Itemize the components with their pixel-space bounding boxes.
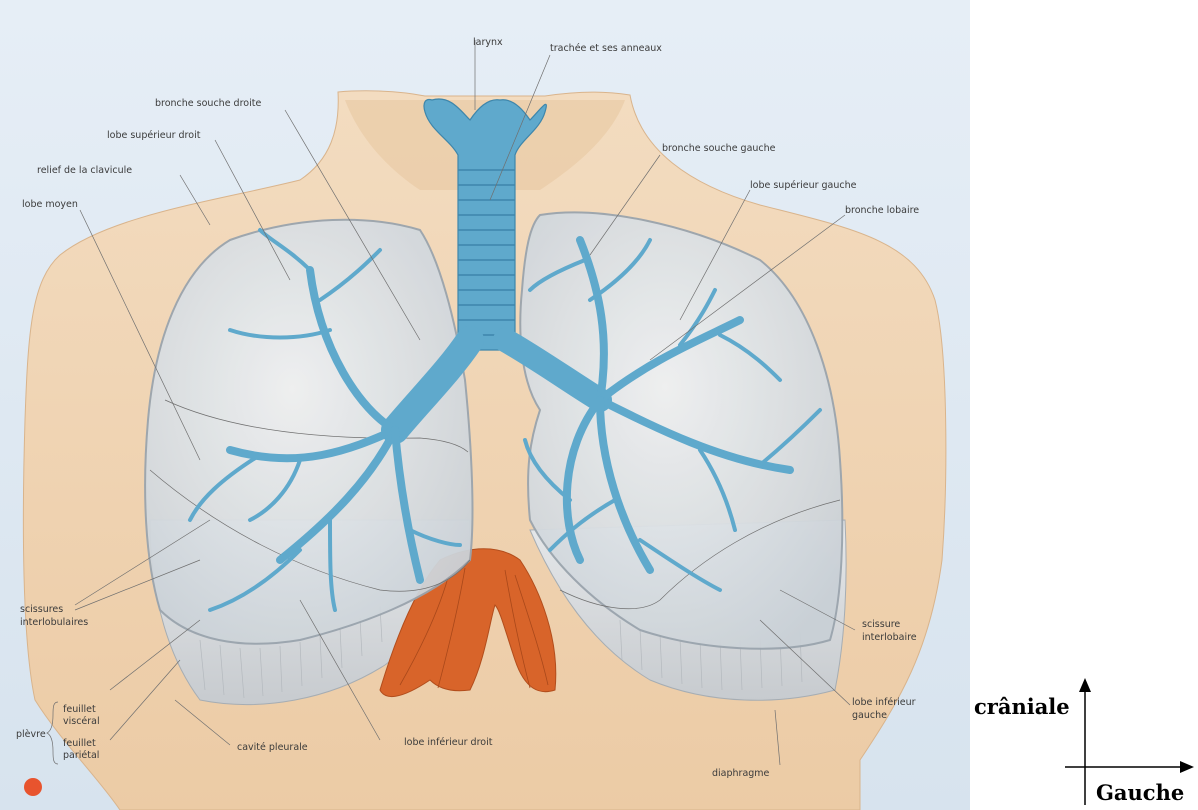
label-feuillet-parietal-1: feuillet [63,738,96,749]
label-feuillet-visceral-1: feuillet [63,704,96,715]
label-lobe-superieur-droit: lobe supérieur droit [107,130,201,141]
left-arrow-icon [1180,761,1194,773]
label-diaphragme: diaphragme [712,768,770,779]
label-scissures-2: interlobulaires [20,617,88,628]
label-bronche-lobaire: bronche lobaire [845,205,919,216]
label-lobe-moyen: lobe moyen [22,199,78,210]
label-bronche-souche-gauche: bronche souche gauche [662,143,776,154]
marker-dot [24,778,42,796]
label-trachee: trachée et ses anneaux [550,43,662,54]
label-lobe-inferieur-gauche-1: lobe inférieur [852,697,916,708]
cranial-arrow-icon [1079,678,1091,692]
label-relief-clavicule: relief de la clavicule [37,165,132,176]
label-lobe-inferieur-gauche-2: gauche [852,710,887,721]
label-scissures-1: scissures [20,604,63,615]
label-feuillet-visceral-2: viscéral [63,716,100,727]
label-larynx: larynx [473,37,503,48]
orientation-axes: crâniale Gauche [970,660,1198,810]
label-lobe-superieur-gauche: lobe supérieur gauche [750,180,857,191]
label-lobe-inferieur-droit: lobe inférieur droit [404,737,493,748]
label-plevre: plèvre [16,729,46,740]
label-scissure-2: interlobaire [862,632,917,643]
label-cavite-pleurale: cavité pleurale [237,742,308,753]
label-scissure-1: scissure [862,619,900,630]
label-feuillet-parietal-2: pariétal [63,750,99,761]
lungs-anatomy-illustration: larynx trachée et ses anneaux bronche so… [0,0,970,810]
axis-label-craniale: crâniale [974,694,1070,719]
axis-label-gauche: Gauche [1096,780,1184,805]
label-bronche-souche-droite: bronche souche droite [155,98,261,109]
